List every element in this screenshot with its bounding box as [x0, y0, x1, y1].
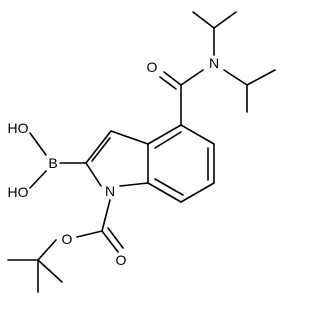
pyrrole-ring — [85, 130, 149, 187]
hydroxyl-bottom-label: HO — [8, 184, 29, 200]
carbonyl-oxygen-label: O — [116, 252, 127, 268]
benzene-ring — [147, 124, 215, 203]
ester-oxygen-label: O — [62, 231, 73, 247]
boc-group — [7, 199, 124, 293]
hydroxyl-top-label: HO — [8, 120, 29, 136]
amide-group — [159, 11, 276, 126]
boron-label: B — [48, 155, 57, 171]
indole-nitrogen-label: N — [105, 183, 115, 199]
amide-nitrogen-label: N — [209, 55, 219, 71]
structure-diagram: O N N B HO HO O O — [7, 11, 276, 293]
boronic-acid-group — [29, 132, 87, 189]
amide-oxygen-label: O — [147, 59, 158, 75]
molecule-drawing: O N N B HO HO O O — [7, 11, 276, 293]
